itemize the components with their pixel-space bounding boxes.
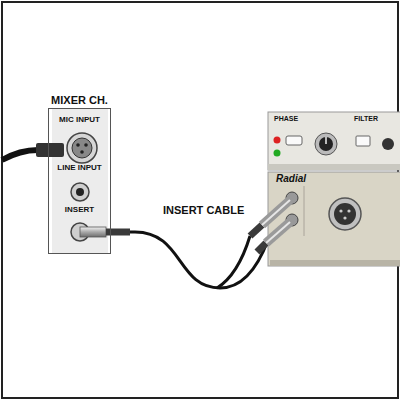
cable-branch bbox=[217, 236, 250, 288]
control-label: FILTER bbox=[354, 115, 378, 122]
device-lower bbox=[268, 172, 400, 266]
led bbox=[274, 150, 281, 157]
plug-sleeve bbox=[257, 243, 266, 252]
device-upper bbox=[268, 112, 400, 170]
device-xlr-inner bbox=[334, 203, 356, 225]
plug-barrel bbox=[266, 222, 290, 243]
xlr-socket-inner bbox=[72, 138, 92, 158]
mic-cable bbox=[2, 150, 38, 160]
switch bbox=[286, 136, 302, 145]
device-xlr bbox=[329, 198, 361, 230]
box-heading: MIXER CH. bbox=[49, 94, 110, 106]
xlr-pin bbox=[343, 216, 346, 219]
xlr-socket bbox=[67, 133, 97, 163]
insert-plug-barrel bbox=[80, 227, 106, 237]
line-jack-hole bbox=[76, 188, 84, 196]
xlr-plug bbox=[36, 143, 64, 157]
insert-cable bbox=[111, 232, 268, 288]
knob bbox=[319, 137, 333, 151]
port-label: MIC INPUT bbox=[49, 115, 110, 124]
device-edge bbox=[270, 260, 400, 266]
line-jack bbox=[71, 183, 89, 201]
switch bbox=[356, 136, 370, 146]
cable-label: INSERT CABLE bbox=[161, 204, 246, 216]
di-box: PHASE FILTER Radial bbox=[268, 112, 400, 266]
plug-sleeve bbox=[250, 225, 262, 236]
brand-logo: Radial bbox=[276, 173, 306, 184]
knob-mark bbox=[325, 137, 327, 144]
panel-fill bbox=[52, 108, 108, 254]
xlr-pin bbox=[347, 209, 350, 212]
knob bbox=[382, 138, 394, 150]
knob-ring bbox=[315, 133, 337, 155]
control-label: PHASE bbox=[274, 115, 298, 122]
panel-divider bbox=[304, 186, 305, 236]
port-label: LINE INPUT bbox=[49, 163, 110, 172]
plug-highlight bbox=[266, 222, 290, 243]
xlr-pin bbox=[76, 143, 80, 147]
xlr-pin bbox=[84, 143, 88, 147]
port-label: INSERT bbox=[49, 205, 110, 214]
device-edge bbox=[268, 164, 400, 170]
led bbox=[274, 137, 281, 144]
xlr-pin bbox=[339, 209, 342, 212]
mixer-channel: MIXER CH.MIC INPUTLINE INPUTINSERT bbox=[48, 108, 111, 254]
insert-plug-sleeve bbox=[106, 229, 130, 236]
xlr-pin bbox=[80, 150, 84, 154]
